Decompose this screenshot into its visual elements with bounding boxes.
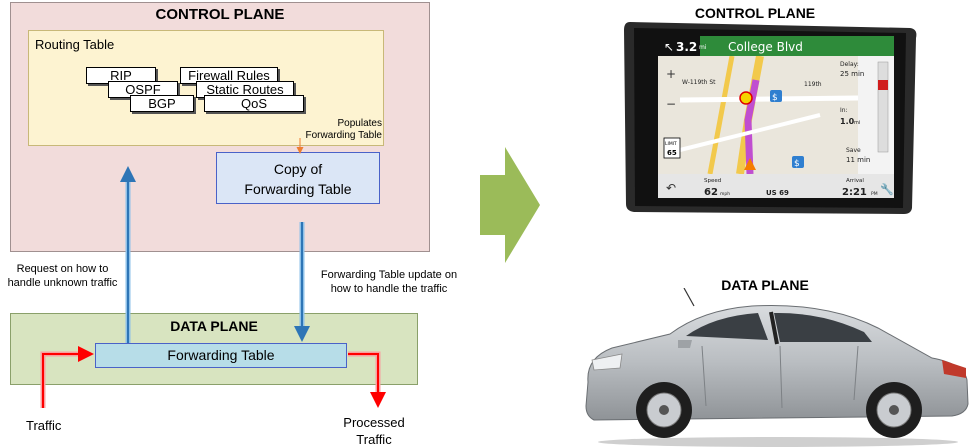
svg-text:Speed: Speed [704,178,721,184]
svg-text:−: − [666,97,676,111]
svg-text:+: + [666,67,676,81]
svg-text:mi: mi [699,44,707,51]
svg-text:62: 62 [704,187,718,198]
svg-text:1.0: 1.0 [840,117,855,126]
svg-text:US 69: US 69 [766,189,789,197]
svg-text:Delay:: Delay: [840,61,859,68]
right-control-plane-title: CONTROL PLANE [694,5,816,21]
svg-text:2:21: 2:21 [842,187,867,198]
wrench-icon: 🔧 [880,182,894,196]
svg-text:65: 65 [667,149,677,157]
svg-text:11 min: 11 min [846,156,870,164]
svg-text:25 min: 25 min [840,70,864,78]
svg-text:Save: Save [846,147,861,154]
svg-text:Arrival: Arrival [846,178,864,184]
data-plane-title: DATA PLANE [170,318,258,334]
svg-text:LIMIT: LIMIT [665,141,677,147]
svg-text:W-119th St: W-119th St [682,79,716,86]
protocol-static-routes: Static Routes [196,81,294,98]
control-plane-title: CONTROL PLANE [155,6,285,23]
routing-table-title: Routing Table [35,37,115,52]
populates-label: Populates Forwarding Table [305,118,382,141]
traffic-label: Traffic [26,418,62,433]
turn-arrow-icon: ↖ [664,40,674,54]
protocol-bgp: BGP [130,95,194,112]
traffic-out-arrow [348,351,386,408]
svg-text:PM: PM [871,191,878,197]
svg-text:mph: mph [720,191,730,197]
back-icon: ↶ [666,181,676,195]
svg-text:In:: In: [840,107,848,114]
protocol-rip: RIP [86,67,156,84]
right-data-plane-title: DATA PLANE [721,277,809,293]
svg-text:College Blvd: College Blvd [728,40,803,54]
svg-text:mi: mi [854,120,860,126]
svg-text:119th: 119th [804,81,822,88]
svg-text:$: $ [794,159,800,169]
svg-text:$: $ [772,93,778,103]
traffic-in-arrow [40,346,94,408]
gps-device: ↖ 3.2 mi College Blvd W-119th St 119th $… [624,22,917,214]
svg-text:3.2: 3.2 [676,40,697,54]
protocol-firewall-rules: Firewall Rules [180,67,278,84]
protocol-qos: QoS [204,95,304,112]
forwarding-table-box: Forwarding Table [95,343,347,368]
update-label: Forwarding Table update on how to handle… [320,269,458,295]
request-label: Request on how to handle unknown traffic [7,263,118,289]
big-transition-arrow [480,147,540,263]
copy-forwarding-table-box: Copy of Forwarding Table [216,152,380,204]
processed-traffic-label: Processed Traffic [343,415,405,447]
car-image [585,288,969,447]
